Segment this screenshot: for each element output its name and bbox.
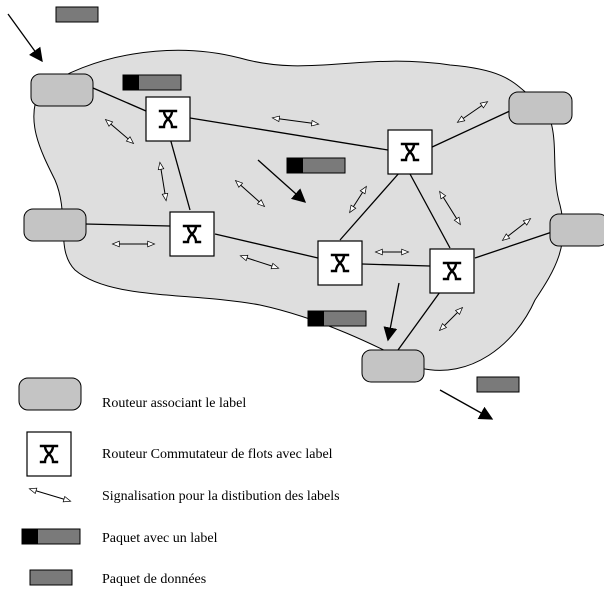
legend-data-packet-text: Paquet de données	[102, 572, 206, 587]
flow-arrow-core	[257, 159, 307, 203]
signal-arrow	[456, 101, 489, 123]
labeled-packet	[307, 310, 367, 327]
data-packet	[55, 6, 99, 23]
edge-router	[30, 73, 94, 107]
lsr-router	[145, 96, 191, 142]
legend-lsr-icon	[26, 431, 72, 477]
lsr-router	[429, 248, 475, 294]
signal-arrow	[439, 190, 461, 226]
legend-edge-router-icon	[18, 377, 82, 411]
lsr-router	[387, 129, 433, 175]
edge-router	[549, 213, 604, 247]
legend-lsr-text: Routeur Commutateur de flots avec label	[102, 447, 333, 462]
packets	[55, 6, 520, 393]
signal-arrow	[501, 217, 532, 242]
edge-router	[361, 349, 425, 383]
edge-router	[23, 208, 87, 242]
lsr-router	[317, 240, 363, 286]
labeled-packet	[286, 157, 346, 174]
legend-signaling-text: Signalisation pour la distibution des la…	[102, 489, 340, 504]
edge-router	[508, 91, 573, 125]
signal-arrow	[349, 185, 367, 214]
signaling-arrows	[104, 101, 532, 332]
legend-data-packet-icon	[29, 569, 73, 586]
legend: Routeur associant le label Routeur Commu…	[18, 377, 340, 587]
edge-routers	[23, 73, 604, 383]
network-links	[84, 87, 553, 351]
flow-arrows	[7, 13, 494, 420]
network-cloud	[33, 49, 564, 371]
signal-arrow	[234, 179, 266, 208]
legend-signaling-icon	[28, 487, 72, 503]
legend-edge-router-text: Routeur associant le label	[102, 396, 246, 411]
signal-arrow	[271, 115, 320, 127]
signal-arrow	[104, 118, 135, 145]
flow-arrow-out	[439, 389, 494, 420]
lsr-router	[169, 211, 215, 257]
lsr-routers	[145, 96, 475, 294]
data-packet	[476, 376, 520, 393]
legend-labeled-packet-icon	[21, 528, 81, 545]
signal-arrow	[239, 254, 280, 270]
signal-arrow	[157, 161, 169, 202]
legend-labeled-packet-text: Paquet avec un label	[102, 531, 218, 546]
labeled-packet	[122, 74, 182, 91]
flow-arrow-egress	[383, 282, 400, 342]
signal-arrow	[438, 306, 464, 332]
flow-arrow-in	[7, 13, 43, 63]
